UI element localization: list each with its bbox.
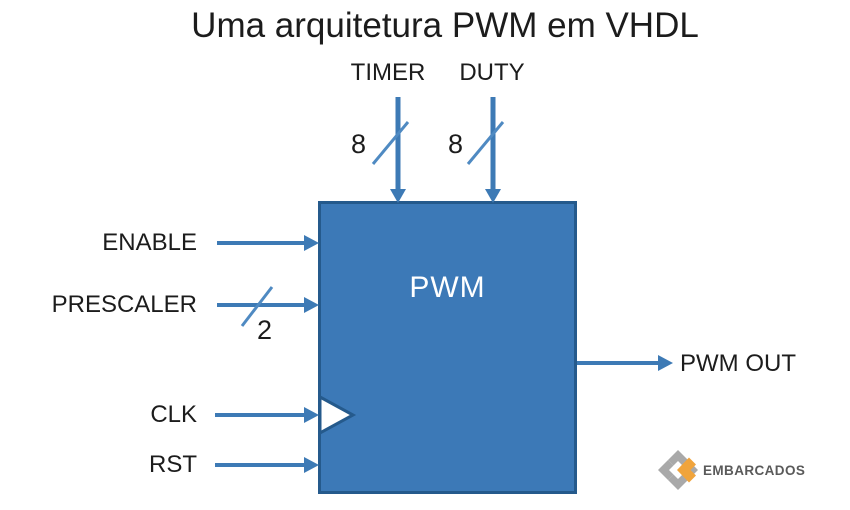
embarcados-logo-icon — [658, 450, 698, 490]
clk-wire-arrow — [215, 407, 319, 423]
pwm-out-label: PWM OUT — [680, 350, 796, 377]
diagram-title: Uma arquitetura PWM em VHDL — [191, 6, 699, 45]
timer-wire-arrow — [371, 97, 410, 203]
duty-label: DUTY — [459, 59, 525, 86]
duty-wire-arrow — [466, 97, 505, 203]
embarcados-logo-text: EMBARCADOS — [703, 462, 806, 478]
rst-wire-arrow — [215, 457, 319, 473]
pwm-block-label: PWM — [409, 271, 486, 304]
enable-label: ENABLE — [102, 229, 197, 256]
rst-label: RST — [149, 451, 197, 478]
pwm-block: PWM — [318, 201, 577, 494]
prescaler-bus-width: 2 — [257, 315, 273, 345]
duty-bus-width: 8 — [448, 129, 464, 159]
prescaler-label: PRESCALER — [51, 291, 197, 318]
embarcados-logo: EMBARCADOS — [656, 448, 805, 492]
timer-label: TIMER — [350, 59, 426, 86]
timer-bus-slash — [371, 121, 410, 165]
timer-bus-width: 8 — [351, 129, 367, 159]
pwm-out-wire-arrow — [577, 355, 673, 371]
enable-wire-arrow — [217, 235, 319, 251]
clk-label: CLK — [150, 401, 197, 428]
duty-bus-slash — [466, 121, 505, 165]
